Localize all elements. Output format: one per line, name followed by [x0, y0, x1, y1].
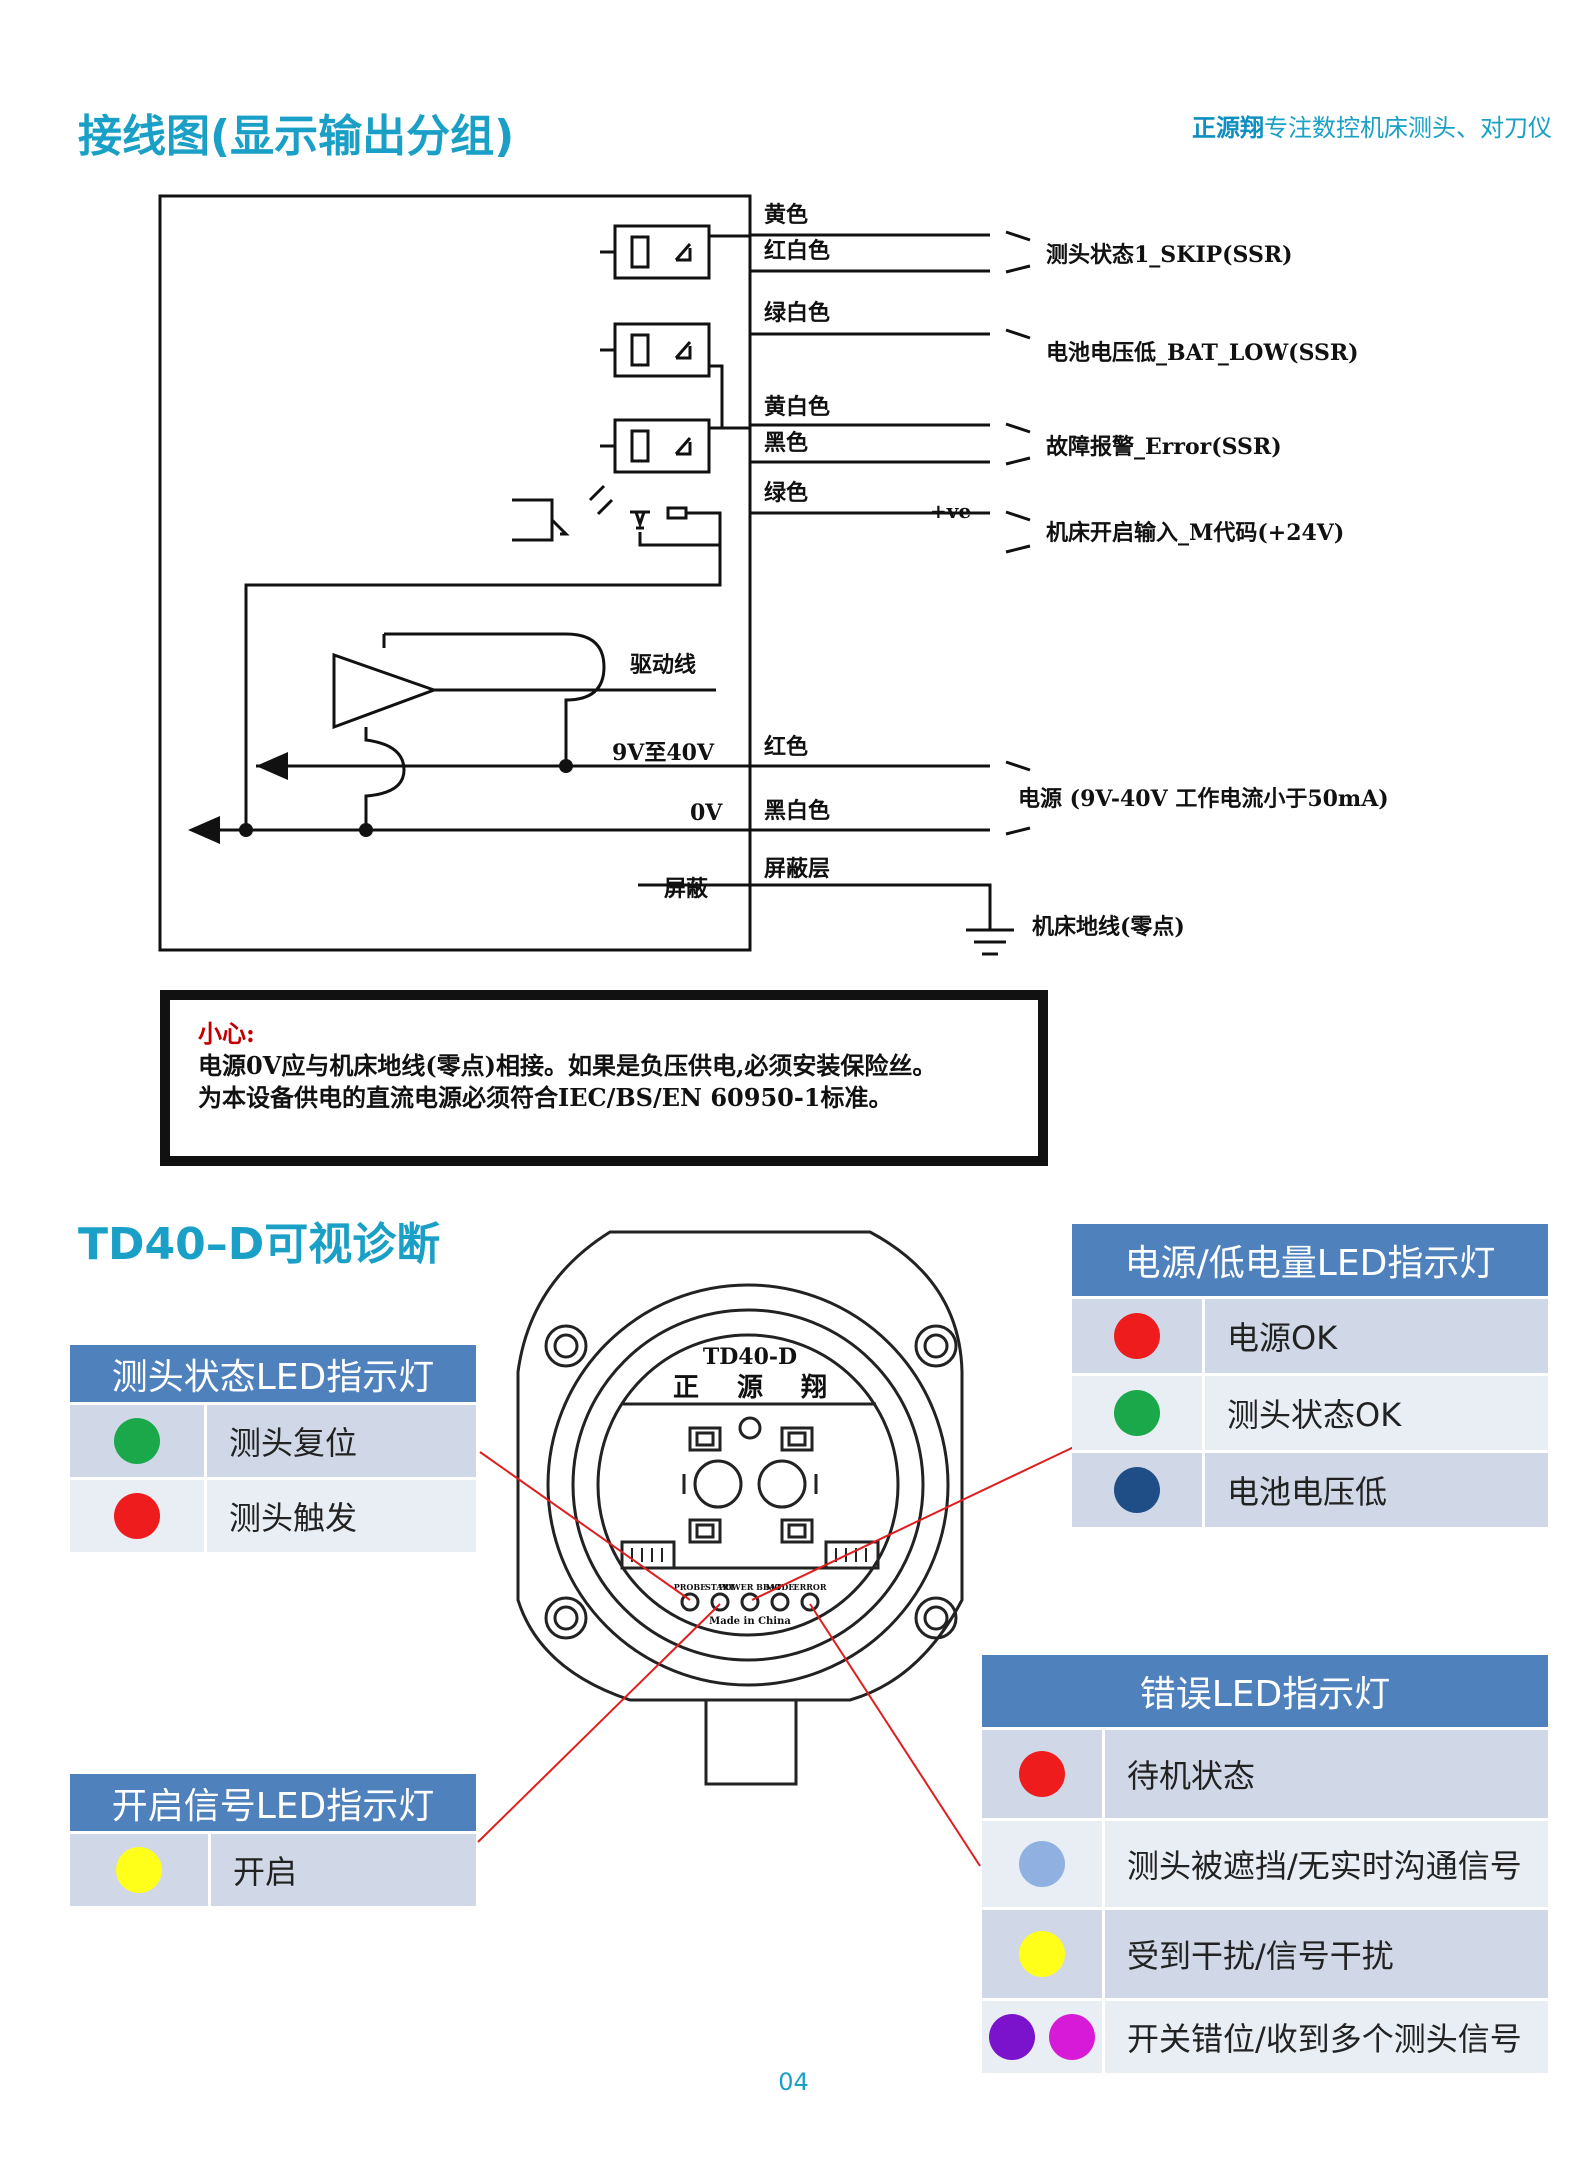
page-number: 04	[778, 2068, 809, 2096]
diagnostics-title: TD40–D可视诊断	[78, 1219, 441, 1270]
power-led-row-label: 测头状态OK	[1227, 1396, 1402, 1434]
yellow-dot-icon	[116, 1847, 162, 1893]
red-dot-icon	[1019, 1751, 1065, 1797]
power-led-row-battery-low: 电池电压低	[1072, 1450, 1548, 1527]
light-blue-dot-icon	[1019, 1841, 1065, 1887]
signal-error: 故障报警_Error(SSR)	[1046, 434, 1282, 460]
brand-tagline: 专注数控机床测头、对刀仪	[1264, 114, 1552, 142]
brand-header: 正源翔专注数控机床测头、对刀仪	[1192, 108, 1552, 143]
device-led-probe-label: PROBE	[674, 1582, 707, 1592]
wire-green-white: 绿白色	[764, 300, 830, 326]
wiring-title: 接线图(显示输出分组)	[78, 111, 515, 162]
device-brand-char-1: 正	[673, 1373, 699, 1403]
error-led-row-standby: 待机状态	[982, 1727, 1548, 1818]
device-brand-char-2: 源	[737, 1373, 763, 1403]
signal-bat-low: 电池电压低_BAT_LOW(SSR)	[1046, 340, 1359, 366]
error-led-row-label: 开关错位/收到多个测头信号	[1127, 2020, 1522, 2058]
terminal-box	[158, 194, 752, 952]
error-led-row-label: 待机状态	[1127, 1757, 1256, 1795]
error-led-title: 错误LED指示灯	[982, 1655, 1548, 1727]
probe-led-row-trigger: 测头触发	[70, 1477, 476, 1552]
power-led-title: 电源/低电量LED指示灯	[1072, 1224, 1548, 1296]
error-led-row-label: 受到干扰/信号干扰	[1127, 1937, 1394, 1975]
device-footer: Made in China	[709, 1616, 791, 1627]
probe-led-row-reset: 测头复位	[70, 1402, 476, 1477]
power-led-row-ok: 电源OK	[1072, 1296, 1548, 1373]
start-led-title: 开启信号LED指示灯	[70, 1774, 476, 1831]
power-led-row-label: 电池电压低	[1227, 1473, 1388, 1511]
device-led-start-label: START	[705, 1582, 735, 1592]
navy-dot-icon	[1114, 1467, 1160, 1513]
yellow-dot-icon	[1019, 1931, 1065, 1977]
device-led-power-label: POWER BBAT	[719, 1582, 782, 1592]
device-drawing: TD40-D 正 源 翔 PROBE START POWER BBAT MODE…	[516, 1230, 964, 1786]
probe-led-table: 测头状态LED指示灯 测头复位 测头触发	[70, 1345, 476, 1552]
purple-dot-icon	[989, 2014, 1035, 2060]
power-led-row-probe-ok: 测头状态OK	[1072, 1373, 1548, 1450]
caution-line-2: 为本设备供电的直流电源必须符合IEC/BS/EN 60950-1标准。	[198, 1083, 893, 1112]
ground-label: 机床地线(零点)	[1032, 914, 1185, 940]
signal-m-code: 机床开启输入_M代码(+24V)	[1046, 520, 1344, 546]
device-led-error-label: ERROR	[793, 1582, 826, 1592]
shield-label: 屏蔽	[664, 876, 709, 902]
probe-led-title: 测头状态LED指示灯	[70, 1345, 476, 1402]
error-led-row-label: 测头被遮挡/无实时沟通信号	[1127, 1847, 1522, 1885]
error-led-row-interference: 受到干扰/信号干扰	[982, 1907, 1548, 1998]
green-dot-icon	[1114, 1390, 1160, 1436]
power-led-row-label: 电源OK	[1227, 1319, 1338, 1357]
wire-red: 红色	[764, 734, 808, 760]
probe-led-row-label: 测头复位	[229, 1424, 358, 1462]
voltage-range-label: 9V至40V	[612, 740, 715, 766]
error-led-table: 错误LED指示灯 待机状态 测头被遮挡/无实时沟通信号 受到干扰/信号干扰 开关…	[982, 1655, 1548, 2073]
brand-name: 正源翔	[1192, 114, 1264, 142]
power-supply-label: 电源 (9V-40V 工作电流小于50mA)	[1018, 786, 1389, 812]
green-dot-icon	[114, 1418, 160, 1464]
error-led-row-blocked: 测头被遮挡/无实时沟通信号	[982, 1818, 1548, 1907]
wire-green: 绿色	[764, 480, 808, 506]
power-led-table: 电源/低电量LED指示灯 电源OK 测头状态OK 电池电压低	[1072, 1224, 1548, 1527]
wire-black-white: 黑白色	[764, 798, 830, 824]
device-model: TD40-D	[703, 1344, 797, 1370]
wire-shield: 屏蔽层	[764, 856, 830, 882]
error-led-row-switch: 开关错位/收到多个测头信号	[982, 1998, 1548, 2073]
device-brand-char-3: 翔	[801, 1373, 827, 1403]
start-led-row-on: 开启	[70, 1831, 476, 1906]
red-dot-icon	[1114, 1313, 1160, 1359]
wire-black: 黑色	[764, 430, 808, 456]
wire-red-white: 红白色	[764, 238, 830, 264]
drive-line-label: 驱动线	[630, 652, 696, 678]
caution-line-1: 电源0V应与机床地线(零点)相接。如果是负压供电,必须安装保险丝。	[198, 1051, 937, 1080]
start-led-table: 开启信号LED指示灯 开启	[70, 1774, 476, 1906]
caution-box: 小心: 电源0V应与机床地线(零点)相接。如果是负压供电,必须安装保险丝。 为本…	[160, 990, 1048, 1166]
caution-heading: 小心:	[198, 1019, 255, 1048]
wiring-diagram: 黄色 红白色 绿白色 黄白色 黑色 绿色 红色 黑白色 屏蔽层 测头状态1_SK…	[158, 194, 1389, 956]
magenta-dot-icon	[1049, 2014, 1095, 2060]
ve-label: +ve	[930, 499, 971, 523]
wire-yellow-white: 黄白色	[764, 394, 830, 420]
signal-skip: 测头状态1_SKIP(SSR)	[1046, 242, 1293, 268]
start-led-row-label: 开启	[233, 1853, 298, 1891]
probe-led-row-label: 测头触发	[229, 1499, 358, 1537]
red-dot-icon	[114, 1493, 160, 1539]
wire-yellow: 黄色	[764, 202, 808, 228]
ov-label: 0V	[690, 800, 723, 826]
